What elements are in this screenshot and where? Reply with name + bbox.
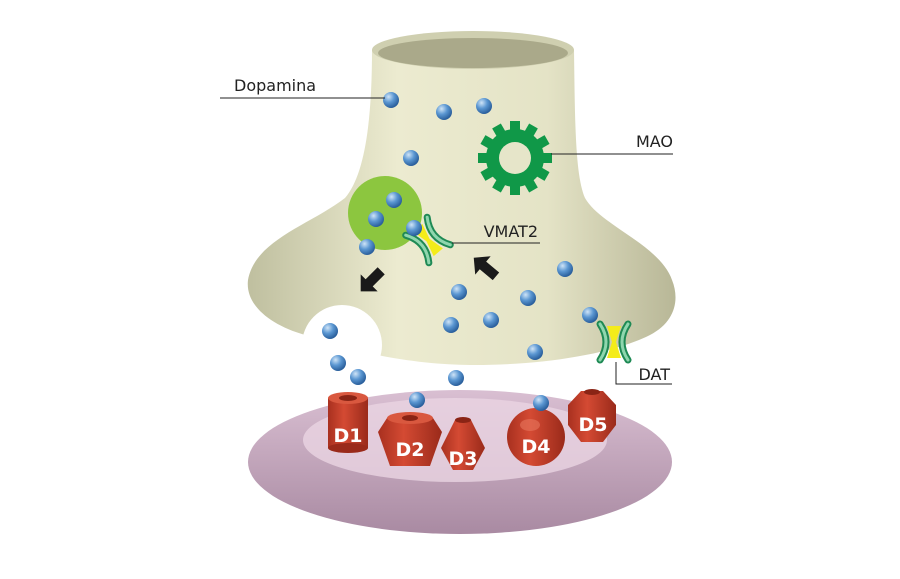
dat-transporter-icon <box>596 320 632 364</box>
receptor-label-d5: D5 <box>579 414 608 436</box>
callout-mao: MAO <box>551 132 673 155</box>
gear-icon <box>478 121 552 195</box>
receptor-label-d1: D1 <box>334 425 363 447</box>
receptor-label-d4: D4 <box>522 436 551 458</box>
dopamine-molecule <box>383 92 399 108</box>
receptor-label-d3: D3 <box>449 448 478 470</box>
label-dat: DAT <box>638 365 670 384</box>
dopamine-molecule <box>557 261 573 277</box>
dopamine-molecule <box>527 344 543 360</box>
receptor-d3: D3 <box>441 417 485 470</box>
dopamine-molecule <box>483 312 499 328</box>
callout-vmat2: VMAT2 <box>452 222 540 244</box>
arrow-icon <box>473 256 500 281</box>
dopamine-molecule <box>582 307 598 323</box>
dopamine-molecule <box>330 355 346 371</box>
dopamine-molecule <box>520 290 536 306</box>
dopamine-molecule <box>386 192 402 208</box>
label-vmat2: VMAT2 <box>484 222 538 241</box>
dopamine-molecule <box>359 239 375 255</box>
synaptic-vesicle <box>348 176 422 250</box>
dopamine-molecule <box>368 211 384 227</box>
receptor-d1: D1 <box>328 392 368 453</box>
dopamine-molecule <box>436 104 452 120</box>
dopamine-molecule <box>448 370 464 386</box>
release-vesicle-opening <box>302 305 382 385</box>
arrow-icon <box>360 267 385 292</box>
receptor-d5: D5 <box>568 389 616 442</box>
label-dopamine: Dopamina <box>234 76 316 95</box>
receptor-d4: D4 <box>507 408 565 466</box>
receptor-label-d2: D2 <box>396 439 425 461</box>
presynaptic-terminal <box>247 31 676 385</box>
dopamine-molecule <box>476 98 492 114</box>
dopamine-molecule <box>350 369 366 385</box>
dopamine-molecule <box>443 317 459 333</box>
dopamine-molecule <box>451 284 467 300</box>
receptor-d2: D2 <box>378 412 442 466</box>
dopamine-molecule <box>403 150 419 166</box>
dopamine-molecule <box>533 395 549 411</box>
callout-dat: DAT <box>615 362 672 385</box>
dopamine-molecule <box>409 392 425 408</box>
dopamine-molecule <box>322 323 338 339</box>
callout-dopamine: Dopamina <box>220 76 385 99</box>
dopamine-molecules <box>322 92 598 411</box>
dopamine-molecule <box>406 220 422 236</box>
label-mao: MAO <box>636 132 673 151</box>
